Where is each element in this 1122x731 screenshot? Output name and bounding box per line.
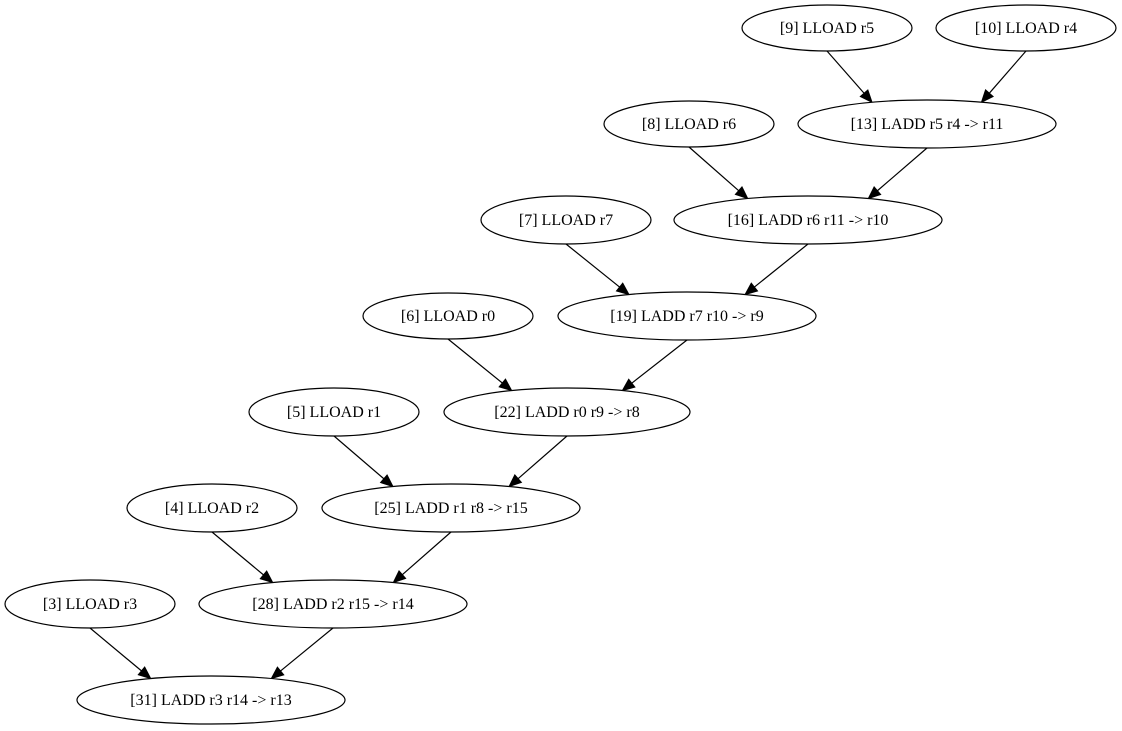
- edge-line: [688, 146, 740, 192]
- node-ellipse: [321, 483, 581, 533]
- edge-line: [280, 627, 334, 672]
- edge-n28-to-n31: [270, 627, 334, 680]
- arrowhead: [734, 185, 749, 200]
- arrowhead: [498, 378, 513, 392]
- node-n25: [25] LADD r1 r8 -> r15: [321, 483, 581, 533]
- edge-n9-to-n13: [826, 50, 873, 104]
- edge-line: [877, 147, 928, 192]
- arrowhead: [259, 570, 274, 584]
- arrowhead: [270, 666, 285, 680]
- node-ellipse: [248, 387, 420, 437]
- node-label: [3] LLOAD r3: [43, 596, 137, 613]
- edge-n4-to-n28: [211, 531, 274, 584]
- edge-n6-to-n22: [447, 338, 513, 392]
- node-n5: [5] LLOAD r1: [248, 387, 420, 437]
- edge-n25-to-n28: [392, 531, 452, 584]
- arrowhead: [137, 666, 152, 680]
- nodes-layer: [9] LLOAD r5 [10] LLOAD r4 [8] LLOAD r6 [13…: [4, 4, 1117, 725]
- arrowhead: [621, 378, 636, 392]
- node-ellipse: [198, 579, 468, 629]
- edge-line: [517, 435, 568, 480]
- edge-n19-to-n22: [621, 339, 688, 392]
- edge-line: [826, 50, 865, 94]
- edge-n13-to-n16: [867, 147, 928, 200]
- node-label: [19] LADD r7 r10 -> r9: [610, 308, 763, 325]
- edge-line: [754, 243, 809, 288]
- edge-line: [988, 50, 1027, 94]
- node-n10: [10] LLOAD r4: [935, 4, 1117, 52]
- node-label: [10] LLOAD r4: [975, 20, 1077, 37]
- node-n31: [31] LADD r3 r14 -> r13: [76, 675, 346, 725]
- node-ellipse: [4, 579, 176, 629]
- node-n19: [19] LADD r7 r10 -> r9: [557, 291, 817, 341]
- node-ellipse: [126, 483, 298, 533]
- node-ellipse: [673, 195, 943, 245]
- node-label: [31] LADD r3 r14 -> r13: [130, 692, 291, 709]
- edge-line: [447, 338, 503, 384]
- edges-layer: [89, 50, 1027, 680]
- node-n6: [6] LLOAD r0: [362, 292, 534, 340]
- arrowhead: [980, 89, 994, 104]
- node-label: [8] LLOAD r6: [642, 116, 736, 133]
- edge-n16-to-n19: [744, 243, 809, 296]
- node-n7: [7] LLOAD r7: [480, 195, 652, 245]
- node-n28: [28] LADD r2 r15 -> r14: [198, 579, 468, 629]
- node-n3: [3] LLOAD r3: [4, 579, 176, 629]
- node-n16: [16] LADD r6 r11 -> r10: [673, 195, 943, 245]
- node-ellipse: [362, 292, 534, 340]
- arrowhead: [392, 570, 407, 584]
- node-label: [5] LLOAD r1: [287, 404, 381, 421]
- arrowhead: [744, 282, 759, 296]
- node-ellipse: [797, 99, 1057, 149]
- node-label: [28] LADD r2 r15 -> r14: [252, 596, 413, 613]
- node-ellipse: [443, 387, 691, 437]
- node-label: [6] LLOAD r0: [401, 308, 495, 325]
- node-label: [4] LLOAD r2: [165, 500, 259, 517]
- node-n9: [9] LLOAD r5: [741, 4, 913, 52]
- node-ellipse: [935, 4, 1117, 52]
- node-n8: [8] LLOAD r6: [603, 100, 775, 148]
- node-label: [22] LADD r0 r9 -> r8: [494, 404, 639, 421]
- arrowhead: [859, 89, 873, 104]
- edge-n10-to-n13: [980, 50, 1027, 104]
- node-label: [7] LLOAD r7: [519, 212, 613, 229]
- node-label: [25] LADD r1 r8 -> r15: [374, 500, 527, 517]
- node-ellipse: [480, 195, 652, 245]
- node-n4: [4] LLOAD r2: [126, 483, 298, 533]
- edge-n5-to-n25: [333, 435, 394, 488]
- node-ellipse: [741, 4, 913, 52]
- arrowhead: [508, 474, 523, 488]
- edge-line: [211, 531, 264, 576]
- edge-n7-to-n19: [565, 243, 630, 296]
- node-ellipse: [603, 100, 775, 148]
- node-ellipse: [557, 291, 817, 341]
- arrowhead: [867, 186, 882, 200]
- edge-line: [333, 435, 385, 480]
- node-ellipse: [76, 675, 346, 725]
- node-label: [16] LADD r6 r11 -> r10: [728, 212, 889, 229]
- edge-line: [565, 243, 620, 288]
- node-n13: [13] LADD r5 r4 -> r11: [797, 99, 1057, 149]
- node-label: [9] LLOAD r5: [780, 20, 874, 37]
- edge-n22-to-n25: [508, 435, 568, 488]
- node-label: [13] LADD r5 r4 -> r11: [851, 116, 1004, 133]
- arrowhead: [615, 282, 630, 296]
- arrowhead: [379, 474, 394, 488]
- edge-n3-to-n31: [89, 627, 152, 680]
- node-n22: [22] LADD r0 r9 -> r8: [443, 387, 691, 437]
- edge-line: [89, 627, 142, 672]
- edge-line: [401, 531, 452, 576]
- edge-n8-to-n16: [688, 146, 749, 200]
- edge-line: [631, 339, 688, 384]
